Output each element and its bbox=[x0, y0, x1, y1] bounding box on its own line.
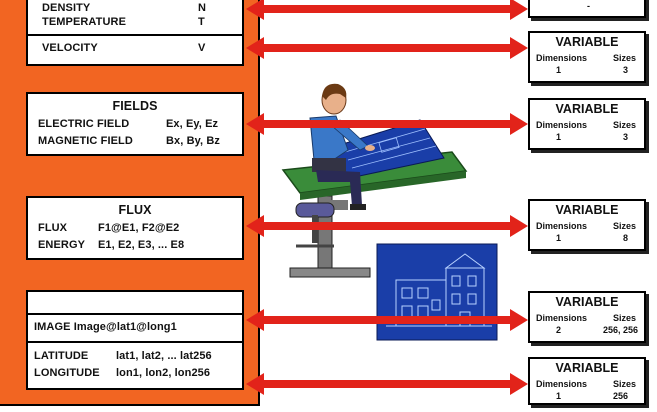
plasma-moments-box: DENSITY N TEMPERATURE T VELOCITY V bbox=[26, 0, 244, 66]
dimensions-value: 1 bbox=[556, 391, 562, 401]
variable-title: VARIABLE bbox=[555, 361, 619, 375]
electric-field-values: Ex, Ey, Ez bbox=[166, 118, 219, 130]
image-box: IMAGE Image@lat1@long1 LATITUDE lat1, la… bbox=[26, 290, 244, 390]
variable-box-fields: VARIABLE Dimensions Sizes 1 3 bbox=[528, 98, 646, 150]
dimensions-label: Dimensions bbox=[536, 53, 588, 63]
energy-values: E1, E2, E3, ... E8 bbox=[98, 239, 185, 251]
variable-box-lat-lon: VARIABLE Dimensions Sizes 1 256 bbox=[528, 357, 646, 405]
variable-sizes-value: - bbox=[587, 1, 590, 11]
divider bbox=[28, 313, 242, 315]
arrow-velocity bbox=[246, 37, 528, 59]
sizes-value: 3 bbox=[622, 132, 628, 142]
arrow-lat-lon bbox=[246, 373, 528, 395]
sizes-label: Sizes bbox=[612, 221, 636, 231]
latitude-values: lat1, lat2, ... lat256 bbox=[116, 350, 212, 362]
velocity-symbol: V bbox=[198, 42, 206, 54]
temperature-label: TEMPERATURE bbox=[42, 16, 127, 28]
dimensions-value: 2 bbox=[556, 325, 562, 335]
dimensions-value: 1 bbox=[556, 132, 562, 142]
divider bbox=[28, 34, 242, 36]
sizes-label: Sizes bbox=[612, 120, 636, 130]
arrow-density bbox=[246, 0, 528, 20]
variable-title: VARIABLE bbox=[555, 203, 619, 217]
sizes-label: Sizes bbox=[612, 313, 636, 323]
flux-values: F1@E1, F2@E2 bbox=[98, 222, 180, 234]
flux-label: FLUX bbox=[38, 222, 68, 234]
sizes-value: 3 bbox=[622, 65, 628, 75]
arrow-flux bbox=[246, 215, 528, 237]
sizes-value: 256, 256 bbox=[602, 325, 638, 335]
density-symbol: N bbox=[198, 2, 207, 14]
dimensions-value: 1 bbox=[556, 65, 562, 75]
latitude-label: LATITUDE bbox=[34, 350, 89, 362]
variable-title: VARIABLE bbox=[555, 102, 619, 116]
density-label: DENSITY bbox=[42, 2, 91, 14]
flux-box: FLUX FLUX F1@E1, F2@E2 ENERGY E1, E2, E3… bbox=[26, 196, 244, 260]
magnetic-field-values: Bx, By, Bz bbox=[166, 135, 220, 147]
magnetic-field-label: MAGNETIC FIELD bbox=[38, 135, 133, 147]
temperature-symbol: T bbox=[198, 16, 205, 28]
longitude-values: lon1, lon2, lon256 bbox=[116, 367, 211, 379]
variable-box-flux: VARIABLE Dimensions Sizes 1 8 bbox=[528, 199, 646, 251]
energy-label: ENERGY bbox=[38, 239, 86, 251]
longitude-label: LONGITUDE bbox=[34, 367, 100, 379]
variable-title: VARIABLE bbox=[555, 35, 619, 49]
electric-field-label: ELECTRIC FIELD bbox=[38, 118, 130, 130]
dimensions-label: Dimensions bbox=[536, 120, 588, 130]
divider bbox=[28, 341, 242, 343]
image-row: IMAGE Image@lat1@long1 bbox=[34, 321, 177, 333]
velocity-label: VELOCITY bbox=[42, 42, 98, 54]
fields-box: FIELDS ELECTRIC FIELD Ex, Ey, Ez MAGNETI… bbox=[26, 92, 244, 156]
variable-box-image: VARIABLE Dimensions Sizes 2 256, 256 bbox=[528, 291, 646, 343]
variable-title: VARIABLE bbox=[555, 295, 619, 309]
sizes-value: 8 bbox=[622, 233, 628, 243]
variable-box-velocity: VARIABLE Dimensions Sizes 1 3 bbox=[528, 31, 646, 83]
flux-title: FLUX bbox=[118, 203, 152, 217]
building-blueprint-image bbox=[376, 243, 498, 341]
sizes-value: 256 bbox=[612, 391, 628, 401]
dimensions-value: 1 bbox=[556, 233, 562, 243]
dimensions-label: Dimensions bbox=[536, 313, 588, 323]
fields-title: FIELDS bbox=[112, 99, 158, 113]
sizes-label: Sizes bbox=[612, 379, 636, 389]
variable-box-0: - bbox=[528, 0, 646, 18]
dimensions-label: Dimensions bbox=[536, 221, 588, 231]
sizes-label: Sizes bbox=[612, 53, 636, 63]
dimensions-label: Dimensions bbox=[536, 379, 588, 389]
